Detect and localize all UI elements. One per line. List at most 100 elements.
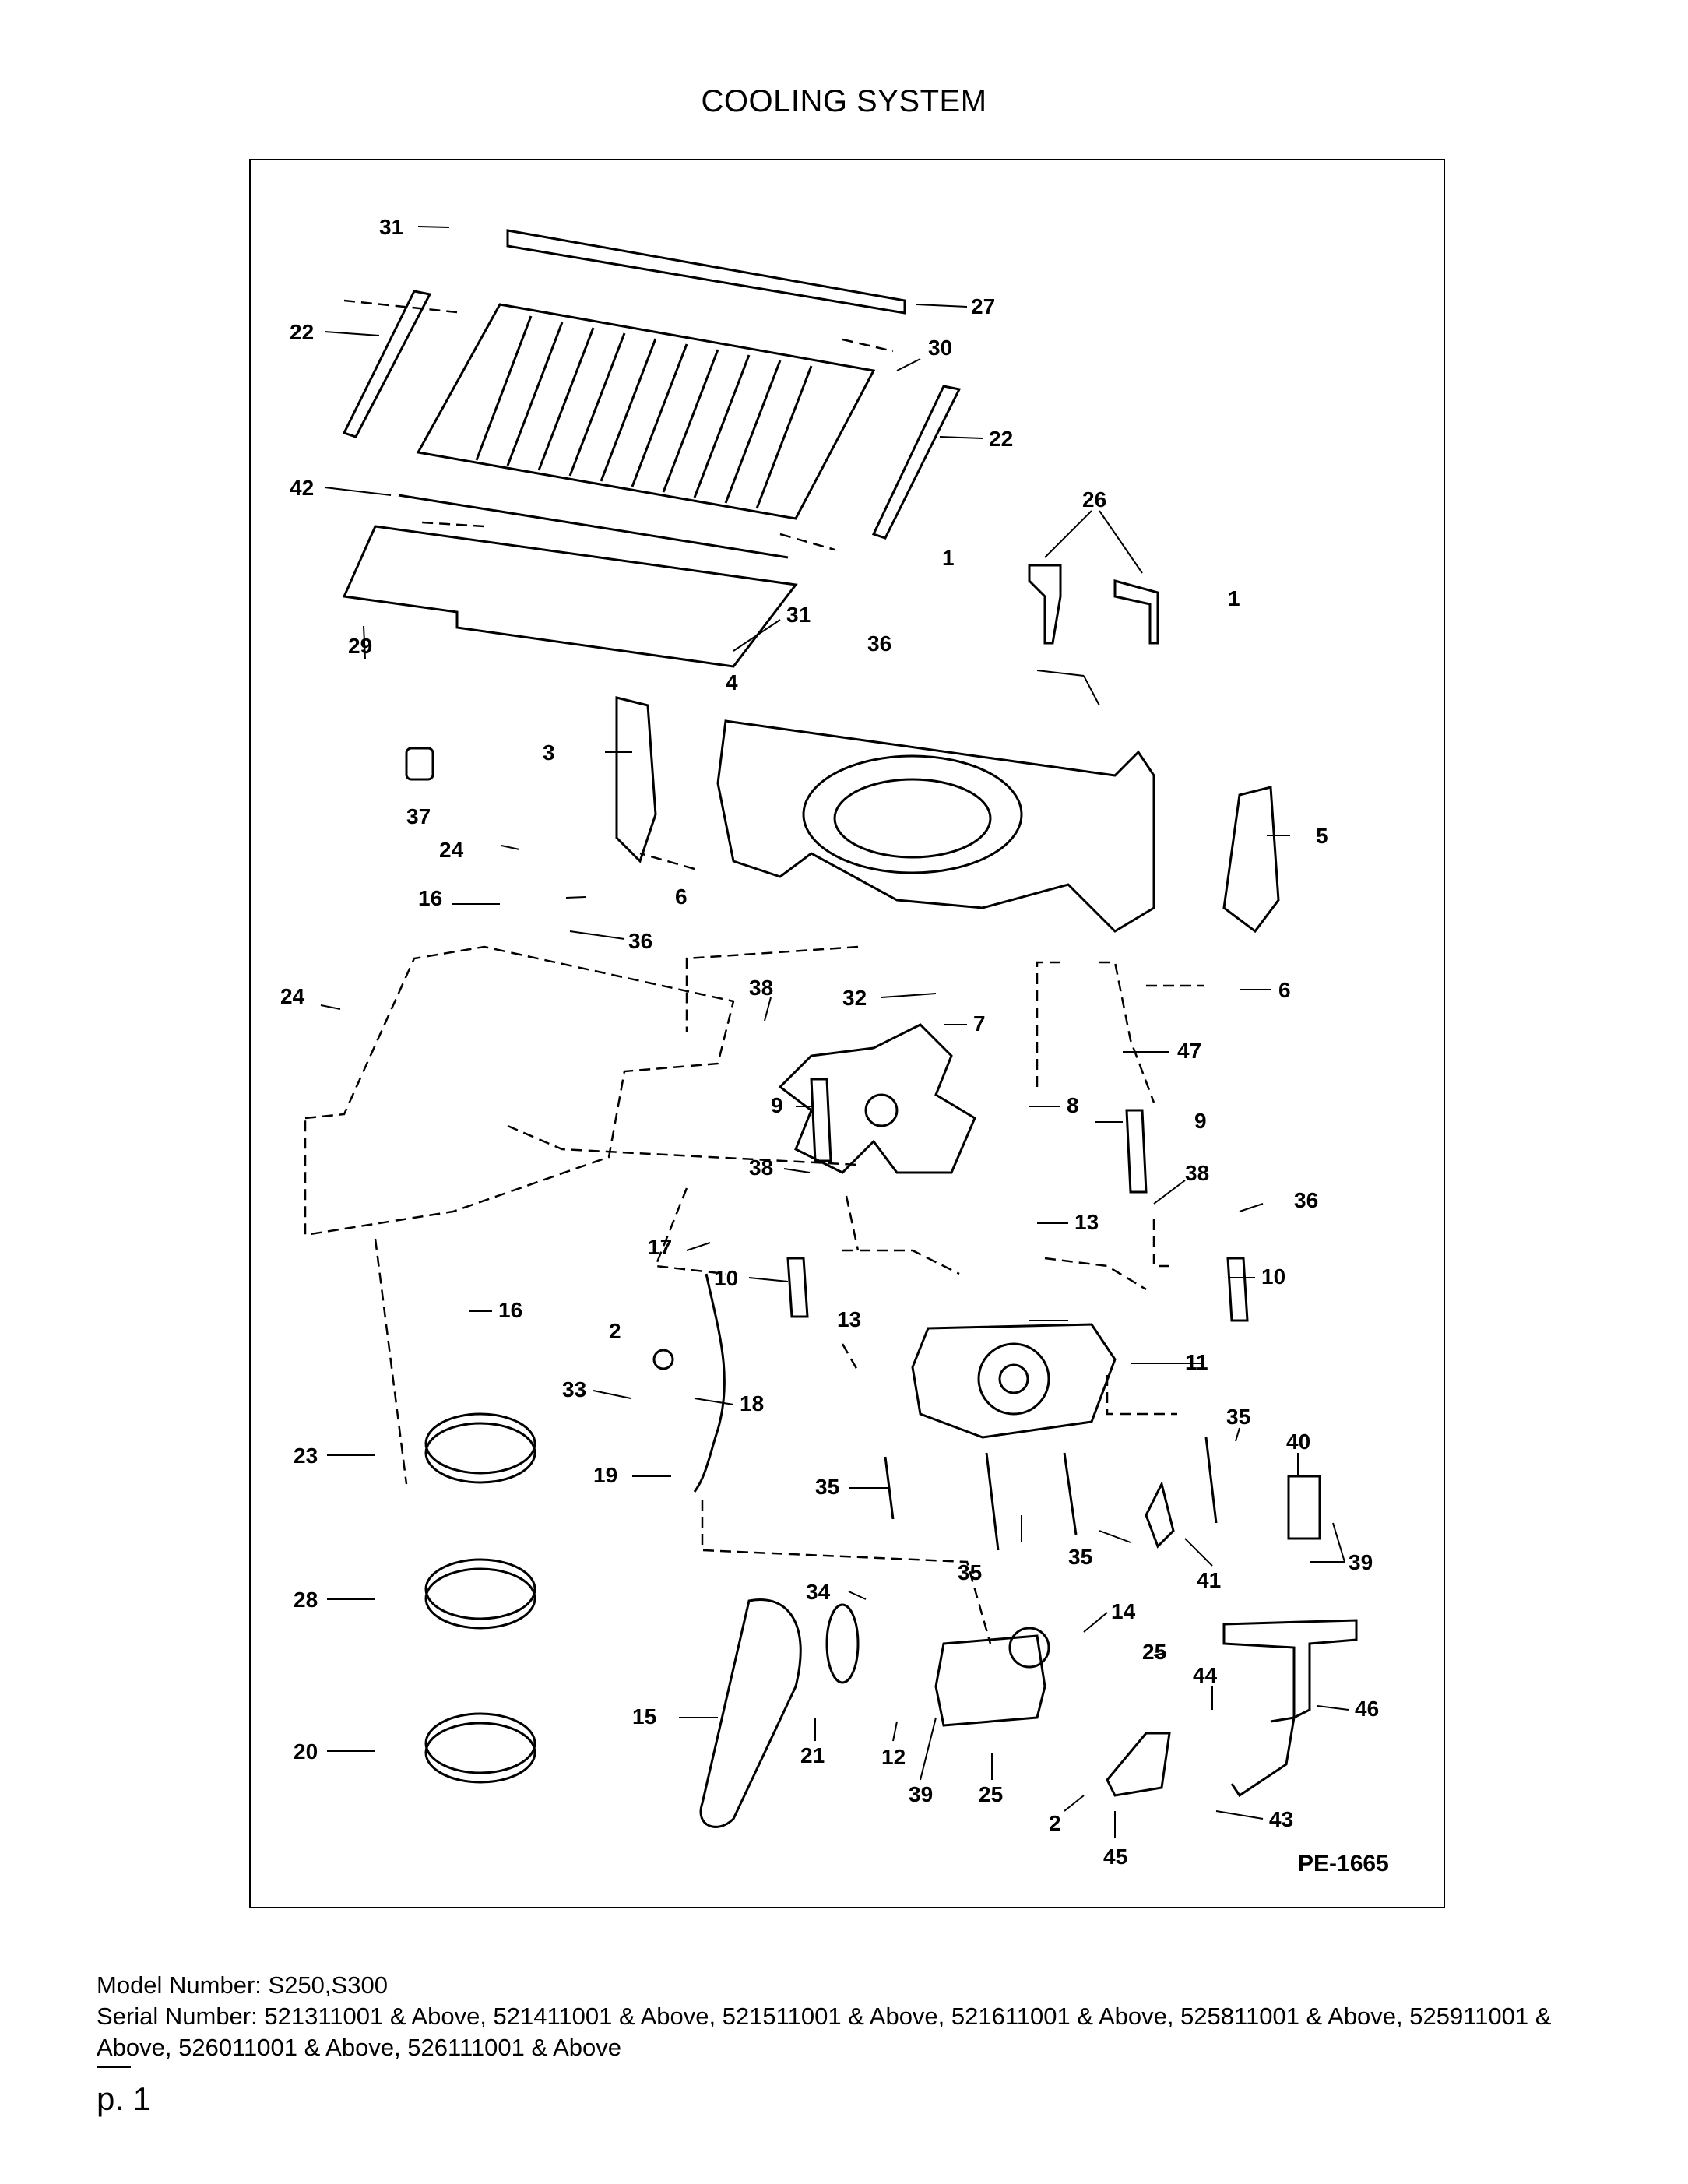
page-number: p. 1 (97, 2080, 152, 2117)
callout-19: 19 (593, 1463, 617, 1487)
part-8-fan (778, 1023, 976, 1174)
callout-22: 22 (290, 320, 314, 344)
part-37-cap (405, 747, 434, 781)
callout-22: 22 (989, 427, 1013, 451)
callout-47: 47 (1177, 1039, 1201, 1063)
exploded-view-drawing: 31 27 22 30 22 42 26 1 1 29 31 36 4 3 37… (280, 215, 1389, 1876)
part-10-spacer-right (1226, 1257, 1249, 1322)
part-27-bracket (506, 229, 906, 315)
part-43-harness (1230, 1716, 1296, 1798)
part-28-coil (424, 1558, 536, 1620)
callout-40: 40 (1286, 1430, 1310, 1454)
callout-3: 3 (543, 740, 555, 765)
diagram-reference-code: PE-1665 (1298, 1851, 1389, 1876)
serial-number: Serial Number: 521311001 & Above, 521411… (97, 2003, 1552, 2061)
part-9-spacer-right (1125, 1109, 1148, 1194)
callout-2: 2 (609, 1319, 621, 1343)
model-serial-info: Model Number: S250,S300 Serial Number: 5… (97, 1970, 1599, 2063)
callout-13: 13 (837, 1307, 861, 1331)
callout-11: 11 (1185, 1350, 1208, 1374)
callout-38: 38 (749, 1155, 773, 1180)
callout-39: 39 (1349, 1550, 1373, 1574)
callout-44: 44 (1193, 1663, 1218, 1687)
callout-18: 18 (740, 1391, 764, 1416)
callout-17: 17 (648, 1235, 672, 1259)
callout-2: 2 (1049, 1811, 1061, 1835)
callout-35: 35 (1068, 1545, 1092, 1569)
callout-27: 27 (971, 294, 995, 318)
callout-1: 1 (942, 546, 955, 570)
callout-1: 1 (1228, 586, 1240, 610)
engine-housing-outline (304, 945, 735, 1236)
callout-16: 16 (498, 1298, 522, 1322)
part-2-clamp (652, 1349, 674, 1370)
callout-25: 25 (1142, 1640, 1166, 1664)
callout-23: 23 (294, 1444, 318, 1468)
callout-4: 4 (726, 670, 738, 695)
part-23-coil (424, 1412, 536, 1475)
callout-35: 35 (815, 1475, 839, 1499)
callout-31: 31 (786, 603, 811, 627)
part-5-panel (1222, 786, 1280, 934)
part-21-pulley (825, 1603, 860, 1684)
callout-10: 10 (714, 1266, 738, 1290)
callout-leaders (320, 226, 1349, 1838)
callout-24: 24 (439, 838, 464, 862)
part-14-gearbox (934, 1634, 1046, 1727)
callout-28: 28 (294, 1588, 318, 1612)
part-22-strip-left (342, 290, 432, 438)
part-26-bracket-right (1113, 579, 1159, 645)
callout-labels: 31 27 22 30 22 42 26 1 1 29 31 36 4 3 37… (280, 215, 1379, 1869)
callout-34: 34 (806, 1580, 831, 1604)
callout-38: 38 (1185, 1161, 1209, 1185)
part-11-plate (911, 1323, 1117, 1439)
callout-39: 39 (909, 1782, 933, 1806)
part-4-shroud (716, 719, 1155, 933)
footer-rule (97, 2066, 131, 2068)
callout-32: 32 (842, 986, 867, 1010)
callout-31: 31 (379, 215, 403, 239)
part-29-plate (342, 525, 798, 668)
callout-16: 16 (418, 886, 442, 910)
callout-9: 9 (1194, 1109, 1207, 1133)
callout-14: 14 (1111, 1599, 1136, 1623)
callout-37: 37 (406, 804, 431, 828)
callout-29: 29 (348, 634, 372, 658)
callout-5: 5 (1316, 824, 1328, 848)
model-number: Model Number: S250,S300 (97, 1971, 388, 1999)
part-30-grille (416, 303, 876, 520)
callout-9: 9 (771, 1093, 783, 1117)
part-46-mount (1222, 1619, 1358, 1720)
callout-41: 41 (1197, 1568, 1221, 1592)
callout-45: 45 (1103, 1845, 1127, 1869)
callout-30: 30 (928, 336, 952, 360)
callout-46: 46 (1355, 1697, 1379, 1721)
part-42-strip (398, 494, 789, 559)
part-20-coil (424, 1712, 536, 1774)
callout-36: 36 (867, 631, 891, 656)
callout-10: 10 (1261, 1264, 1285, 1289)
callout-35: 35 (1226, 1405, 1250, 1429)
callout-38: 38 (749, 976, 773, 1000)
callout-42: 42 (290, 476, 314, 500)
callout-36: 36 (1294, 1188, 1318, 1212)
part-10-spacer-left (786, 1257, 809, 1318)
part-18-hose (693, 1273, 726, 1493)
part-15-belt (699, 1598, 802, 1828)
callout-12: 12 (881, 1745, 906, 1769)
callout-33: 33 (562, 1377, 586, 1401)
callout-36: 36 (628, 929, 652, 953)
callout-6: 6 (1278, 978, 1291, 1002)
callout-13: 13 (1074, 1210, 1099, 1234)
part-9-spacer-left (810, 1078, 832, 1162)
callout-43: 43 (1269, 1807, 1293, 1831)
part-45-plate (1106, 1732, 1171, 1797)
callout-15: 15 (632, 1704, 656, 1729)
part-40-bracket (1287, 1475, 1321, 1540)
page-title: COOLING SYSTEM (701, 84, 987, 118)
part-26-bracket-left (1028, 564, 1062, 645)
callout-24: 24 (280, 984, 305, 1008)
callout-20: 20 (294, 1739, 318, 1764)
callout-7: 7 (973, 1011, 986, 1036)
callout-21: 21 (800, 1743, 825, 1767)
